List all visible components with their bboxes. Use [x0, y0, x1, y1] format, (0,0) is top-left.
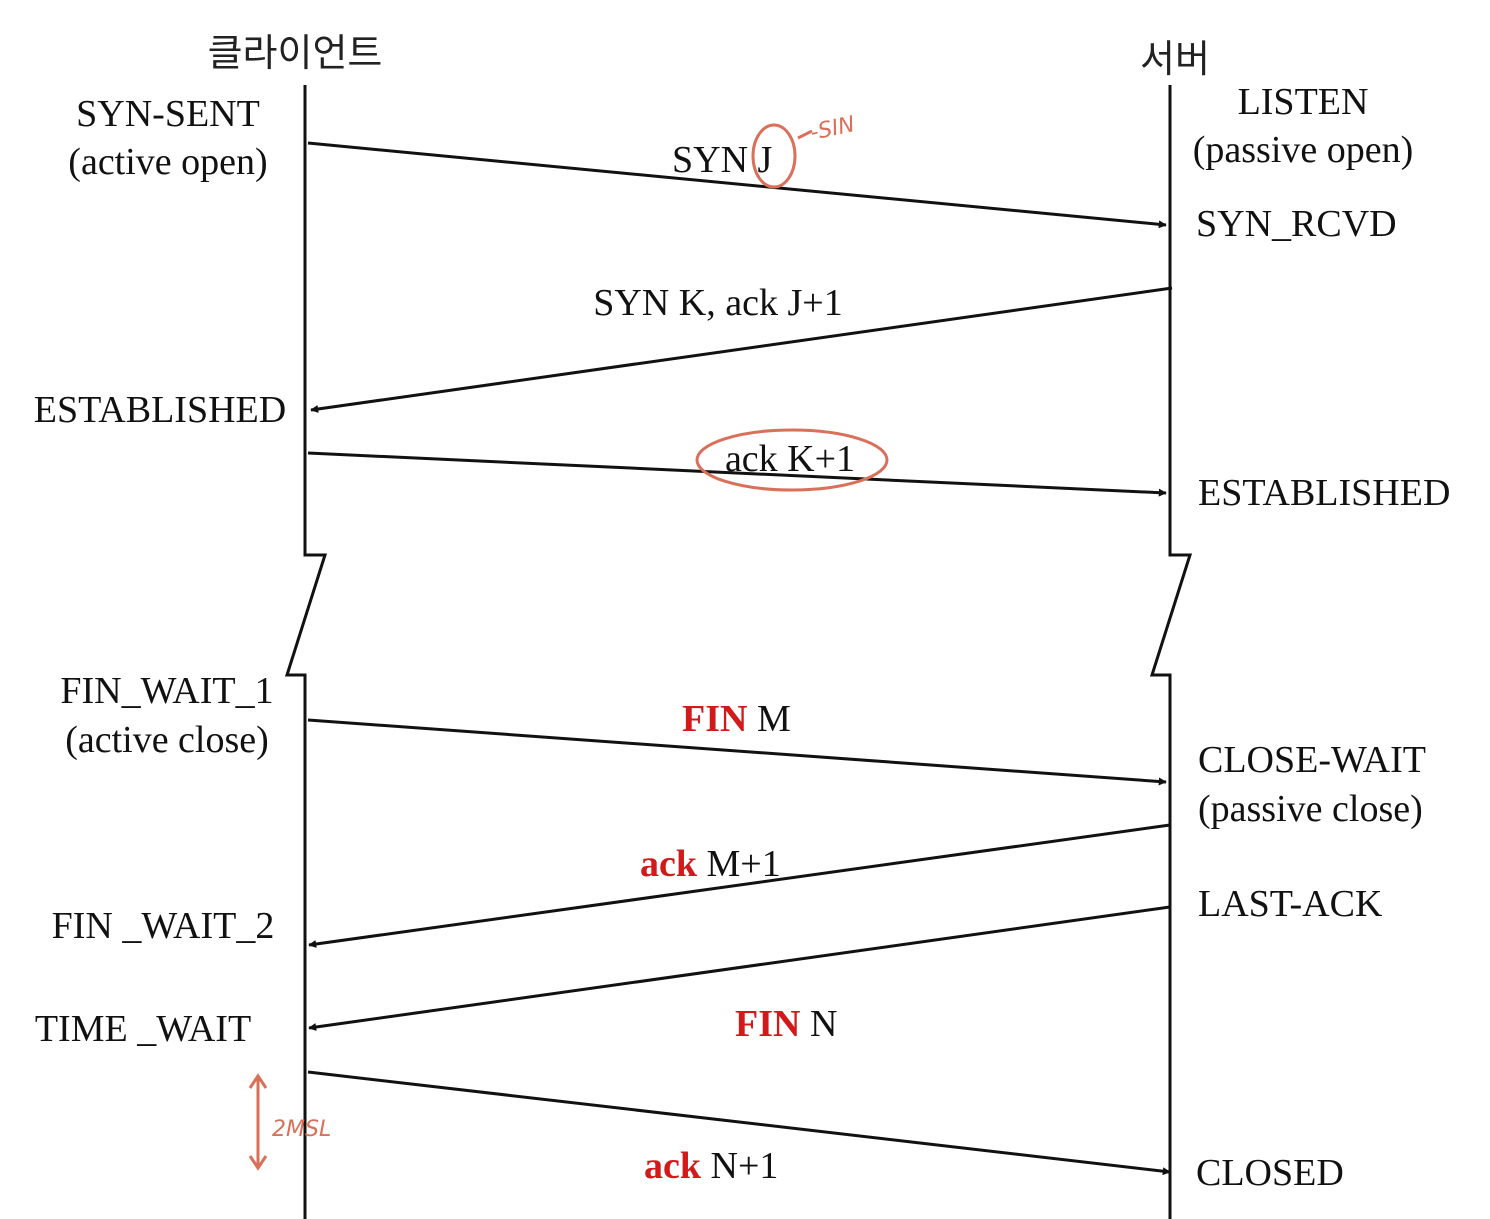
server-state-passive-close: (passive close)	[1198, 788, 1423, 830]
msg-ack-n1: ack N+1	[644, 1145, 778, 1187]
client-state-established: ESTABLISHED	[34, 389, 286, 431]
msg-syn-j: SYN J	[672, 139, 772, 181]
client-state-fin-wait-2: FIN _WAIT_2	[52, 905, 275, 947]
arrow-fin-n	[308, 905, 1171, 1031]
server-lifeline	[1149, 85, 1193, 1219]
arrow-ack-m1	[308, 823, 1171, 948]
server-state-established: ESTABLISHED	[1198, 472, 1450, 514]
client-state-fin-wait-1: FIN_WAIT_1	[60, 670, 273, 712]
msg-ack-k1: ack K+1	[725, 438, 855, 480]
server-header: 서버	[1140, 37, 1210, 81]
server-state-close-wait: CLOSE-WAIT	[1198, 739, 1426, 781]
server-state-syn-rcvd: SYN_RCVD	[1196, 203, 1397, 245]
client-state-time-wait: TIME _WAIT	[35, 1008, 251, 1050]
server-state-passive-open: (passive open)	[1193, 129, 1414, 171]
client-state-active-open: (active open)	[68, 141, 267, 183]
annotation-dash	[797, 129, 813, 140]
circle-annotation-ack-k1	[695, 428, 889, 492]
arrow-ack-n1	[307, 1070, 1171, 1176]
arrow-ack-k1	[307, 451, 1167, 497]
double-arrow-2msl	[248, 1073, 268, 1171]
client-state-active-close: (active close)	[65, 719, 269, 761]
annotation-2msl: 2MSL	[272, 1117, 331, 1142]
arrow-syn-j	[307, 141, 1167, 229]
server-state-listen: LISTEN	[1238, 81, 1369, 123]
client-header: 클라이언트	[208, 31, 383, 75]
circle-annotation-j	[751, 123, 797, 189]
msg-ack-m1: ack M+1	[640, 843, 781, 885]
msg-syn-k-ack: SYN K, ack J+1	[593, 282, 842, 324]
msg-fin-m: FIN M	[682, 698, 791, 740]
client-state-syn-sent: SYN-SENT	[76, 93, 260, 135]
client-lifeline	[284, 85, 328, 1219]
arrow-syn-k-ack	[310, 286, 1173, 413]
server-state-closed: CLOSED	[1196, 1152, 1344, 1194]
msg-fin-n: FIN N	[735, 1003, 837, 1045]
server-state-last-ack: LAST-ACK	[1198, 883, 1383, 925]
annotation-sin: -SIN	[808, 112, 857, 146]
arrow-fin-m	[307, 718, 1167, 786]
